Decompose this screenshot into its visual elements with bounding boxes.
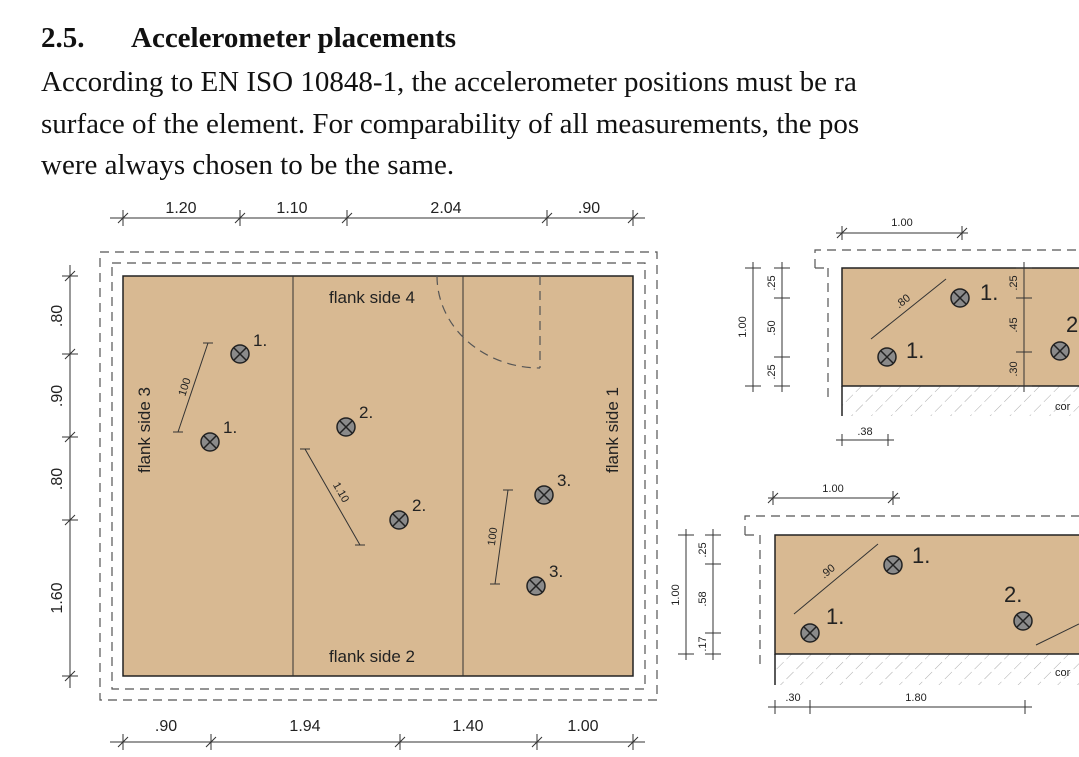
diagram-line xyxy=(836,434,894,446)
diagram-label: .25 xyxy=(1008,275,1020,290)
diagram-label: 1.00 xyxy=(891,217,912,229)
dim-label: .80 xyxy=(49,468,66,490)
body-line-1: According to EN ISO 10848-1, the acceler… xyxy=(41,66,857,98)
diagram-label: .58 xyxy=(697,591,709,606)
dim-label: .80 xyxy=(49,305,66,327)
diagram-label: 1.00 xyxy=(737,316,749,337)
diagram-line xyxy=(62,265,78,688)
diagram-label: cor xyxy=(1055,667,1071,679)
flank-side-1-label: flank side 1 xyxy=(603,387,622,473)
body-line-3: were always chosen to be the same. xyxy=(41,149,455,181)
diagram-line xyxy=(793,543,1079,646)
diagram-line xyxy=(767,491,900,505)
diagram-label: 1.00 xyxy=(670,584,682,605)
accelerometer-icon xyxy=(950,288,970,308)
section-heading: 2.5. Accelerometer placements xyxy=(41,24,456,53)
dim-label: 2.04 xyxy=(430,200,461,217)
dim-label: 1.20 xyxy=(165,200,196,217)
flank-side-4-label: flank side 4 xyxy=(329,288,415,307)
accelerometer-icon xyxy=(883,555,903,575)
dim-label: 1.60 xyxy=(49,582,66,613)
diagram-label: 2. xyxy=(412,496,426,515)
diagram-label: .30 xyxy=(1008,361,1020,376)
dim-label: 1.10 xyxy=(276,200,307,217)
accelerometer-icon xyxy=(534,485,554,505)
flank-side-3-label: flank side 3 xyxy=(135,387,154,473)
diagram-line xyxy=(836,226,968,240)
diagram-line xyxy=(110,734,645,750)
diagram-line xyxy=(775,654,1079,685)
diagram-label: .45 xyxy=(1008,317,1020,332)
diagram-line xyxy=(870,278,947,340)
diagram-label: 1. xyxy=(826,604,844,629)
floor-plan: 1.20 1.10 2.04 .90 .90 1.94 1.40 1.00 .8… xyxy=(49,200,658,750)
diagram-label: 1.80 xyxy=(905,692,926,704)
slab-section xyxy=(774,534,1079,655)
diagram-line xyxy=(744,515,1079,668)
diagram-label: .25 xyxy=(697,542,709,557)
diagram-label: .38 xyxy=(857,426,872,438)
section-number: 2.5. xyxy=(41,22,85,54)
dim-label: .90 xyxy=(49,385,66,407)
diagram-label: 2 xyxy=(1066,312,1078,337)
accelerometer-icon xyxy=(1050,341,1070,361)
section-title: Accelerometer placements xyxy=(131,22,457,54)
diagram-line xyxy=(99,251,658,701)
diagram-label: 100 xyxy=(486,527,500,547)
diagram-label: 1. xyxy=(912,543,930,568)
dim-label: 1.00 xyxy=(567,718,598,735)
dim-label: .90 xyxy=(155,718,177,735)
diagram-label: 3. xyxy=(549,562,563,581)
section-top: 1.00 1.00 .25 .50 .25 .25 .45 .30 .80 1.… xyxy=(737,217,1079,446)
diagram-line xyxy=(678,529,721,660)
diagram-label: .25 xyxy=(766,364,778,379)
diagram-label: .17 xyxy=(697,636,709,651)
accelerometer-icon xyxy=(336,417,356,437)
flank-side-2-label: flank side 2 xyxy=(329,647,415,666)
accelerometer-icon xyxy=(230,344,250,364)
slab-section xyxy=(841,267,1079,387)
section-bottom: 1.00 1.00 .25 .58 .17 .90 1. 1. 2. cor .… xyxy=(670,483,1079,714)
accelerometer-icon xyxy=(877,347,897,367)
diagram-line xyxy=(814,249,1079,400)
diagram-label: 100 xyxy=(177,376,194,397)
diagram-label: cor xyxy=(1055,401,1071,413)
diagram-label: 1. xyxy=(253,331,267,350)
accelerometer-icon xyxy=(1013,611,1033,631)
diagram-line xyxy=(768,700,1032,714)
diagram-label: 2. xyxy=(1004,582,1022,607)
door-swing-arc xyxy=(436,275,541,369)
dim-label: 1.40 xyxy=(452,718,483,735)
diagram-label: .50 xyxy=(766,320,778,335)
diagram-line xyxy=(745,262,1032,392)
dim-label: 1.94 xyxy=(289,718,320,735)
accelerometer-icon xyxy=(200,432,220,452)
diagram-label: 2. xyxy=(359,403,373,422)
diagram-line xyxy=(173,342,513,585)
diagram-label: .25 xyxy=(766,275,778,290)
accelerometer-icon xyxy=(800,623,820,643)
diagram-label: 1. xyxy=(906,338,924,363)
diagram-line xyxy=(842,386,1079,416)
diagram-label: 1. xyxy=(223,418,237,437)
body-line-2: surface of the element. For comparabilit… xyxy=(41,108,860,140)
diagram-label: 1. xyxy=(980,280,998,305)
accelerometer-icon xyxy=(389,510,409,530)
diagram-label: 3. xyxy=(557,471,571,490)
diagram-label: .30 xyxy=(785,692,800,704)
dim-label: .90 xyxy=(578,200,600,217)
diagram-label: 1.00 xyxy=(822,483,843,495)
accelerometer-icon xyxy=(526,576,546,596)
diagram-line xyxy=(110,210,645,226)
